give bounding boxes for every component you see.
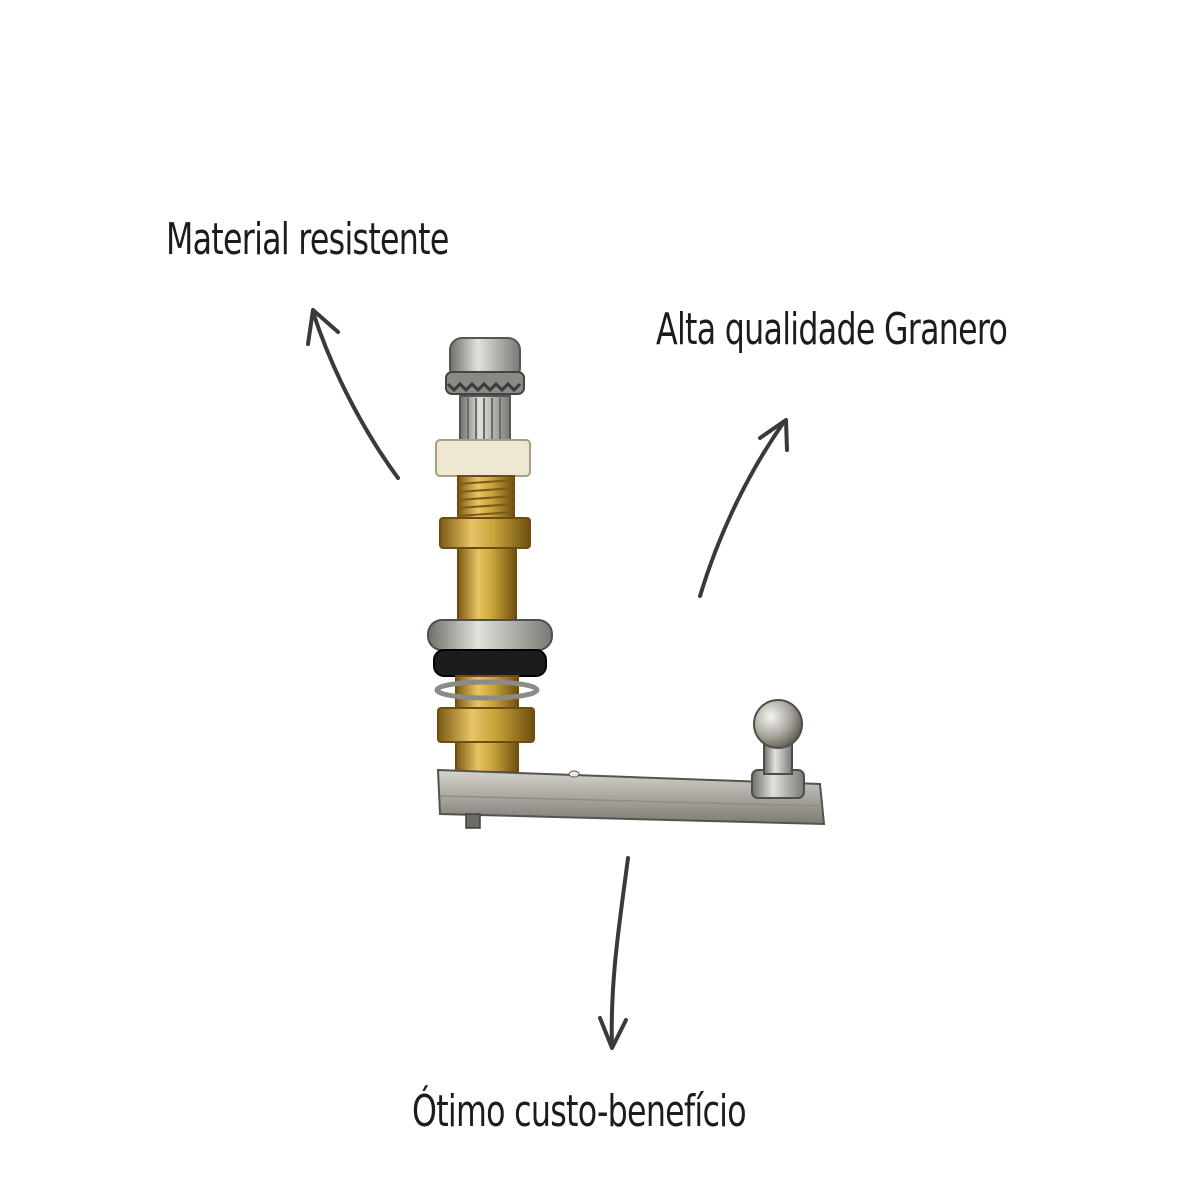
crank-arm-plate	[436, 768, 826, 829]
arrow-down-icon	[598, 856, 630, 1050]
top-nut	[445, 337, 525, 395]
arrow-up-left-icon	[306, 308, 400, 480]
ball-stud	[751, 699, 805, 799]
threaded-section-upper	[457, 475, 515, 521]
callout-material-resistente: Material resistente	[166, 214, 449, 265]
brass-hex-nut-lower	[437, 707, 535, 743]
steel-washer	[427, 619, 553, 651]
threaded-section-lower	[434, 675, 540, 713]
rubber-seal	[433, 649, 547, 677]
threaded-neck	[455, 741, 519, 773]
callout-custo-beneficio: Ótimo custo-benefício	[412, 1086, 747, 1137]
brass-hex-nut-upper	[439, 517, 531, 549]
brass-shaft	[457, 547, 517, 623]
nylon-bushing	[435, 439, 531, 477]
knurled-spline	[459, 395, 511, 443]
callout-alta-qualidade: Alta qualidade Granero	[656, 304, 1008, 355]
arrow-up-right-icon	[698, 418, 789, 598]
